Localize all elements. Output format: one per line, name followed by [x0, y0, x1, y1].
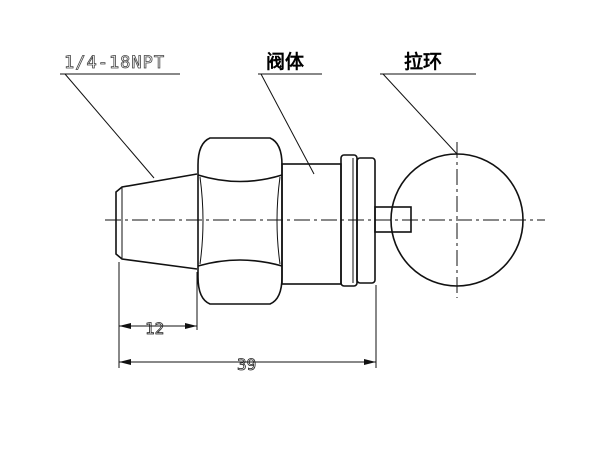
dimension-12-text: 12 [145, 319, 164, 338]
dimension-12 [118, 262, 198, 368]
ring-pin [374, 206, 412, 233]
dimension-39-text: 39 [237, 355, 256, 374]
thread-leader [60, 73, 180, 179]
valve-body-label: 阀体 [266, 50, 305, 73]
valve-body [281, 163, 342, 285]
hex-nut [197, 137, 283, 305]
thread-callout-label: 1/4-18NPT [64, 53, 165, 73]
dimension-39 [119, 285, 377, 368]
valve-body-leader [258, 73, 322, 175]
pull-ring-label: 拉环 [404, 50, 442, 73]
npt-thread [115, 173, 198, 270]
pull-ring-leader [380, 73, 476, 155]
